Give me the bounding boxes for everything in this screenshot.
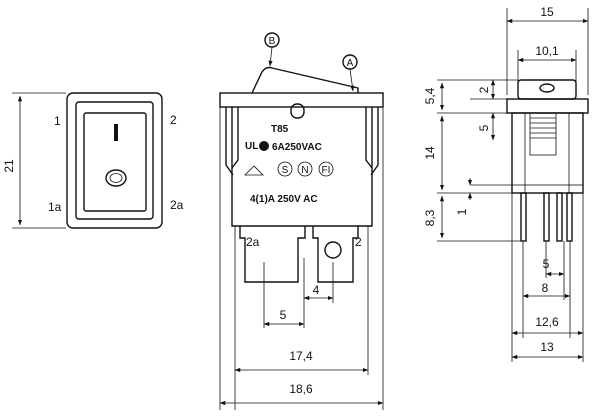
rating-main-text: 6A250VAC	[272, 142, 322, 153]
left-snap-clip	[225, 107, 239, 176]
end-actuator	[517, 79, 577, 100]
mounting-flange	[219, 92, 384, 108]
switch-body	[231, 107, 373, 227]
dim-label-14: 14	[423, 146, 437, 160]
side-view: B A T85 6A250VAC UL S N FI 4(1)A 250V AC…	[219, 32, 384, 410]
end-body	[511, 112, 584, 194]
dim-label-1: 1	[455, 208, 469, 215]
dim-label-10-1: 10,1	[535, 44, 559, 58]
flange-hole	[290, 103, 305, 119]
dim-label-17-4: 17,4	[289, 349, 313, 363]
end-view: 15 10,1 5,4 2	[423, 5, 589, 362]
terminal-2a	[239, 226, 306, 283]
terminal-label-2a: 2a	[170, 198, 184, 212]
cert-s-circle	[277, 161, 293, 177]
terminal-2-hole	[324, 241, 342, 259]
right-snap-clip	[365, 107, 379, 176]
end-indicator-icon	[539, 83, 555, 93]
cert-s-text: S	[282, 165, 289, 176]
rocker-face	[83, 112, 147, 212]
dim-label-5-4: 5,4	[423, 87, 437, 104]
dim-label-8: 8	[542, 281, 549, 295]
dim-label-8-3: 8,3	[423, 209, 437, 226]
front-view: 21 1 2 1a 2a	[2, 92, 184, 229]
terminal-2	[312, 226, 359, 283]
model-text: T85	[271, 124, 289, 135]
pin-right-b	[566, 192, 573, 242]
dim-label-4: 4	[313, 283, 320, 297]
end-body-base	[511, 184, 584, 194]
cert-n-circle	[297, 161, 313, 177]
dim-label-2: 2	[477, 86, 491, 93]
bezel-outer	[66, 92, 163, 229]
cert-n-text: N	[301, 165, 308, 176]
terminal-label-1: 1	[54, 114, 61, 128]
terminal-label-2: 2	[355, 235, 362, 249]
pin-right-a	[556, 192, 563, 242]
dim-label-18-6: 18,6	[289, 382, 313, 396]
terminal-label-1a: 1a	[48, 200, 62, 214]
callout-a-label: A	[347, 58, 354, 69]
off-symbol-inner-icon	[109, 173, 123, 183]
end-flange	[506, 98, 589, 114]
callout-b-label: B	[269, 36, 276, 47]
dim-label-12-6: 12,6	[535, 315, 559, 329]
terminal-label-2a: 2a	[246, 235, 260, 249]
spring-coil-icon	[530, 117, 556, 139]
end-body-window	[529, 112, 557, 156]
dim-label-5: 5	[280, 308, 287, 322]
cert-triangle-icon	[244, 165, 264, 176]
pin-left	[520, 192, 527, 242]
pin-middle	[543, 192, 550, 242]
bezel-inner	[75, 101, 154, 220]
dim-label-5-bottom: 5	[543, 257, 550, 271]
on-symbol-icon	[114, 124, 118, 141]
dim-label-13: 13	[540, 340, 554, 354]
rocker-profile	[251, 66, 359, 94]
cert-fi-text: FI	[322, 165, 331, 176]
callout-b-leader	[268, 46, 273, 67]
ce-dot-icon	[259, 141, 269, 151]
dim-label-15: 15	[540, 5, 554, 19]
cert-fi-circle	[318, 161, 334, 177]
dim-label-5-side: 5	[477, 124, 491, 131]
callout-a-leader	[349, 68, 355, 92]
terminal-label-2: 2	[170, 113, 177, 127]
ul-mark-text: UL	[245, 141, 258, 152]
rating-secondary-text: 4(1)A 250V AC	[250, 194, 318, 205]
off-symbol-icon	[105, 169, 127, 187]
dim-label-21: 21	[2, 159, 16, 173]
